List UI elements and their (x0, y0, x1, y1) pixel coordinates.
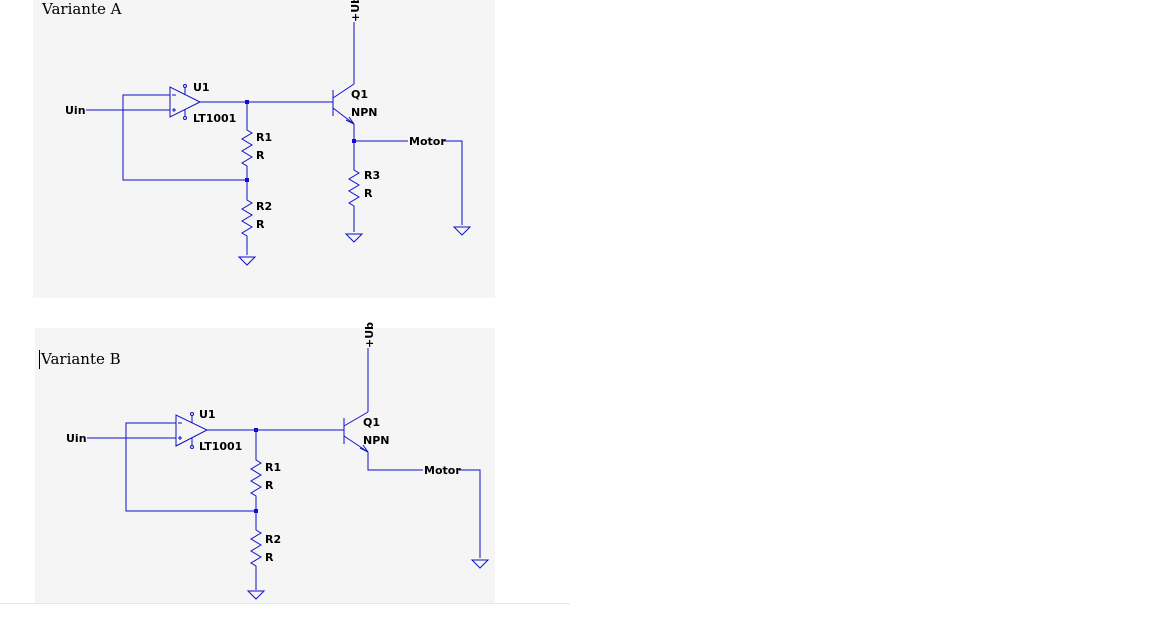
b-label-opamp-part: LT1001 (199, 440, 242, 453)
a-label-r2-value: R (256, 218, 265, 231)
b-ground-2 (470, 559, 490, 569)
a-label-load: Motor (409, 135, 446, 148)
b-label-load: Motor (424, 464, 461, 477)
a-label-r3-value: R (364, 187, 373, 200)
a-label-r1-value: R (256, 149, 265, 162)
b-label-r2-ref: R2 (265, 533, 281, 546)
b-label-r1-ref: R1 (265, 461, 281, 474)
text-cursor (39, 350, 40, 369)
a-ground-2 (344, 233, 364, 243)
b-ground-1 (246, 590, 266, 600)
a-junction-2 (245, 178, 249, 182)
a-label-r2-ref: R2 (256, 200, 272, 213)
b-label-r2-value: R (265, 551, 274, 564)
a-divider-resistors (241, 102, 253, 255)
circuit-b: +Ub Uin U1 LT1001 Q1 NPN R1 R R2 R Motor (66, 322, 490, 600)
a-opamp-symbol (169, 84, 202, 120)
a-label-opamp-ref: U1 (193, 81, 210, 94)
b-junction-2 (254, 509, 258, 513)
b-opamp-symbol (175, 412, 209, 449)
a-ground-3 (452, 226, 472, 236)
a-label-transistor-type: NPN (351, 106, 377, 119)
b-feedback-wire (125, 422, 256, 512)
heading-variante-b: Variante B (41, 350, 121, 368)
a-feedback-wire (122, 94, 247, 181)
a-label-r3-ref: R3 (364, 169, 380, 182)
schematic-a-canvas (33, 0, 495, 298)
schematic-b-canvas (35, 328, 495, 604)
b-label-input: Uin (66, 432, 87, 445)
b-label-transistor-ref: Q1 (363, 416, 380, 429)
b-label-opamp-ref: U1 (199, 408, 216, 421)
page-divider (0, 603, 570, 604)
b-label-supply: +Ub (363, 322, 376, 348)
a-ground-1 (237, 256, 257, 266)
heading-variante-a: Variante A (42, 0, 122, 18)
circuit-a: +Ub Uin U1 LT1001 Q1 NPN R1 R R2 R R3 R … (65, 0, 472, 266)
a-label-supply: +Ub (349, 0, 362, 22)
a-label-input: Uin (65, 104, 86, 117)
a-label-r1-ref: R1 (256, 131, 272, 144)
a-label-opamp-part: LT1001 (193, 112, 236, 125)
a-label-transistor-ref: Q1 (351, 88, 368, 101)
a-emitter-resistor (348, 124, 360, 232)
a-motor-wire (354, 140, 463, 225)
b-motor-wire (367, 452, 481, 558)
b-label-r1-value: R (265, 479, 274, 492)
b-label-transistor-type: NPN (363, 434, 389, 447)
